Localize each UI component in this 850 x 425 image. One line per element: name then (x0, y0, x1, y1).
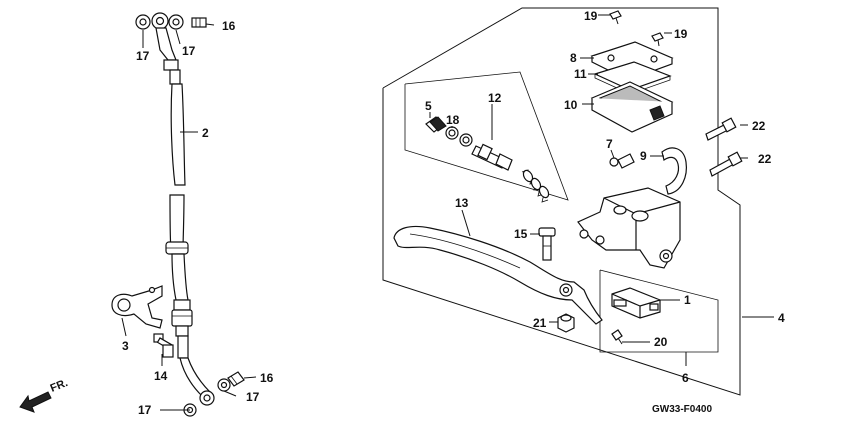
forward-label: FR. (49, 377, 70, 395)
callout-19-right: 19 (674, 27, 688, 41)
callout-17-top-right: 17 (182, 44, 196, 58)
callout-11: 11 (574, 67, 587, 81)
callout-16-top: 16 (222, 19, 236, 33)
callout-9: 9 (640, 149, 647, 163)
callout-17-top-left: 17 (136, 49, 150, 63)
callout-3: 3 (122, 339, 129, 353)
reservoir-assembly (590, 10, 674, 133)
pivot-bolt (538, 227, 556, 261)
brake-lever (393, 225, 603, 325)
callout-16-bottom: 16 (260, 371, 274, 385)
piston-set (425, 116, 550, 203)
switch-screw (611, 329, 623, 345)
callout-21: 21 (533, 316, 547, 330)
callout-13: 13 (455, 196, 469, 210)
callout-12: 12 (488, 91, 502, 105)
callout-15: 15 (514, 227, 528, 241)
callout-10: 10 (564, 98, 578, 112)
clamp-bolts (705, 117, 743, 177)
forward-direction-indicator: FR. (19, 377, 70, 413)
brake-light-switch (611, 287, 661, 319)
callout-7: 7 (606, 137, 613, 151)
callout-labels: 16 17 17 2 3 14 16 17 17 19 19 8 11 10 1… (122, 9, 785, 417)
hose-clamp (111, 285, 163, 329)
assembly-outline (382, 7, 741, 396)
diagram-code: GW33-F0400 (652, 404, 712, 415)
callout-5: 5 (425, 99, 432, 113)
callout-4: 4 (778, 311, 785, 325)
screw-19-left (609, 10, 622, 20)
callout-22-bottom: 22 (758, 152, 772, 166)
master-cylinder-body (577, 147, 687, 269)
callout-6: 6 (682, 371, 689, 385)
brake-hose (135, 12, 245, 417)
callout-17-bottom-right: 17 (246, 390, 260, 404)
callout-8: 8 (570, 51, 577, 65)
forward-arrow-icon (19, 391, 52, 413)
callout-2: 2 (202, 126, 209, 140)
callout-1: 1 (684, 293, 691, 307)
callout-22-top: 22 (752, 119, 766, 133)
callout-20: 20 (654, 335, 668, 349)
leader-lines (121, 14, 774, 411)
banjo-bolt-top (191, 17, 207, 28)
callout-19-top: 19 (584, 9, 598, 23)
spring (521, 169, 550, 203)
clamp-holder (661, 147, 687, 195)
callout-18: 18 (446, 113, 460, 127)
screw-19-right (651, 32, 664, 42)
callout-14: 14 (154, 369, 168, 383)
banjo-bolt-bottom (227, 371, 245, 387)
pivot-nut (557, 313, 575, 333)
bolt-7 (609, 157, 619, 167)
clamp-bolt (153, 333, 174, 358)
callout-17-bottom-left: 17 (138, 403, 152, 417)
